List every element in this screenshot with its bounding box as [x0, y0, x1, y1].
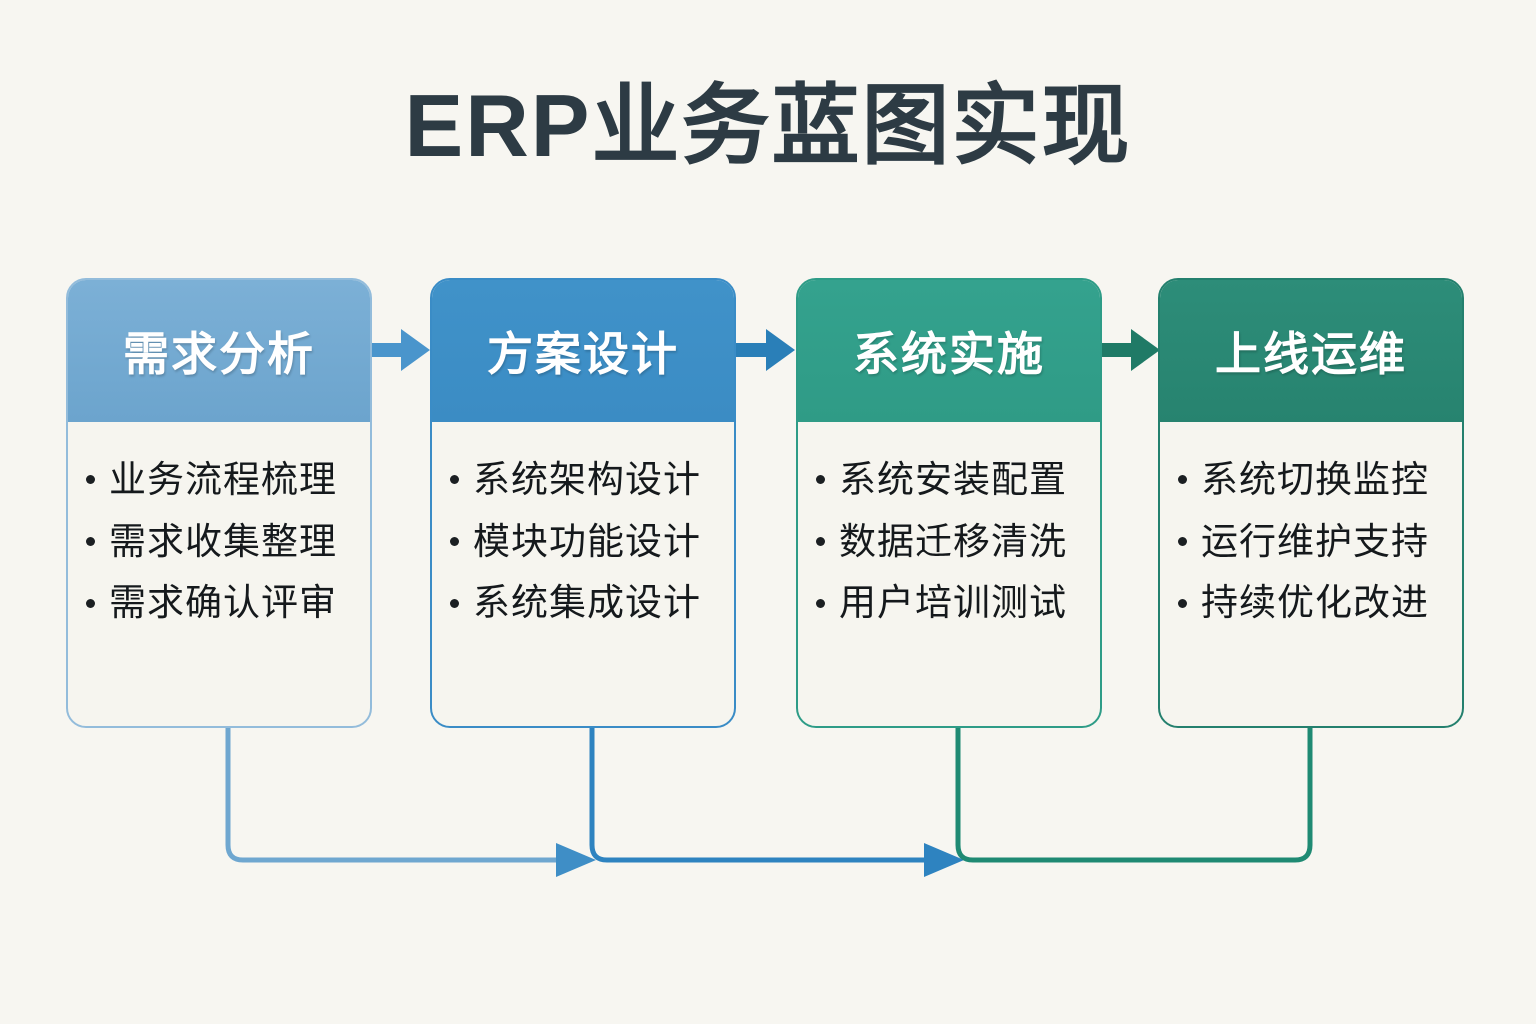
list-item: 业务流程梳理	[86, 458, 356, 502]
stage-card-solution-design[interactable]: 方案设计 系统架构设计 模块功能设计 系统集成设计	[430, 278, 736, 728]
bullet-dot-icon	[86, 598, 95, 608]
bullet-dot-icon	[86, 536, 95, 546]
stage-card-header: 方案设计	[432, 280, 734, 422]
list-item: 系统架构设计	[450, 458, 720, 502]
stage-card-body: 系统切换监控 运行维护支持 持续优化改进	[1160, 422, 1462, 625]
stage-title: 系统实施	[853, 328, 1045, 380]
bullet-dot-icon	[450, 536, 459, 546]
bullet-dot-icon	[450, 598, 459, 608]
list-item-label: 数据迁移清洗	[839, 520, 1067, 562]
stage-title: 方案设计	[487, 328, 679, 380]
loop-arrowhead-stage1	[556, 843, 596, 877]
stage-item-list: 业务流程梳理 需求收集整理 需求确认评审	[86, 458, 356, 625]
list-item: 系统集成设计	[450, 581, 720, 625]
bullet-dot-icon	[816, 598, 825, 608]
list-item-label: 用户培训测试	[839, 582, 1067, 624]
list-item-label: 业务流程梳理	[109, 459, 337, 500]
list-item: 需求收集整理	[86, 520, 356, 564]
list-item-label: 持续优化改进	[1201, 582, 1429, 624]
loop-path-stage2	[589, 725, 931, 863]
stage-card-body: 业务流程梳理 需求收集整理 需求确认评审	[68, 422, 370, 625]
list-item-label: 系统切换监控	[1201, 459, 1429, 500]
list-item: 运行维护支持	[1178, 520, 1448, 564]
bullet-dot-icon	[86, 475, 95, 485]
bullet-dot-icon	[1178, 475, 1187, 485]
list-item: 数据迁移清洗	[816, 520, 1086, 564]
list-item: 系统安装配置	[816, 458, 1086, 502]
loop-path-stage1	[225, 725, 563, 863]
list-item-label: 系统架构设计	[473, 459, 701, 500]
list-item-label: 系统安装配置	[839, 459, 1067, 500]
stage-card-header: 系统实施	[798, 280, 1100, 422]
stage-card-golive-operations[interactable]: 上线运维 系统切换监控 运行维护支持 持续优化改进	[1158, 278, 1464, 728]
list-item: 模块功能设计	[450, 520, 720, 564]
list-item-label: 需求收集整理	[109, 520, 337, 562]
page-title: ERP业务蓝图实现	[404, 76, 1132, 175]
stage-card-system-implementation[interactable]: 系统实施 系统安装配置 数据迁移清洗 用户培训测试	[796, 278, 1102, 728]
stage-card-body: 系统架构设计 模块功能设计 系统集成设计	[432, 422, 734, 625]
list-item-label: 模块功能设计	[473, 520, 701, 562]
list-item: 持续优化改进	[1178, 581, 1448, 625]
stage-item-list: 系统切换监控 运行维护支持 持续优化改进	[1178, 458, 1448, 625]
list-item: 系统切换监控	[1178, 458, 1448, 502]
stage-item-list: 系统安装配置 数据迁移清洗 用户培训测试	[816, 458, 1086, 625]
stage-card-header: 需求分析	[68, 280, 370, 422]
list-item: 用户培训测试	[816, 581, 1086, 625]
stage-title: 上线运维	[1215, 328, 1407, 380]
stage-title: 需求分析	[123, 328, 315, 380]
list-item-label: 运行维护支持	[1201, 520, 1429, 562]
stage-item-list: 系统架构设计 模块功能设计 系统集成设计	[450, 458, 720, 625]
stage-card-requirement-analysis[interactable]: 需求分析 业务流程梳理 需求收集整理 需求确认评审	[66, 278, 372, 728]
bullet-dot-icon	[1178, 598, 1187, 608]
arrow-stage1-to-stage2	[368, 329, 430, 371]
arrow-stage2-to-stage3	[733, 329, 795, 371]
arrow-stage3-to-stage4	[1098, 329, 1160, 371]
list-item-label: 系统集成设计	[473, 582, 701, 624]
loop-arrowhead-stage2	[924, 843, 964, 877]
stage-card-body: 系统安装配置 数据迁移清洗 用户培训测试	[798, 422, 1100, 625]
bullet-dot-icon	[816, 475, 825, 485]
stage-card-header: 上线运维	[1160, 280, 1462, 422]
bullet-dot-icon	[450, 475, 459, 485]
bullet-dot-icon	[1178, 536, 1187, 546]
loop-path-stage3	[955, 725, 1313, 863]
list-item-label: 需求确认评审	[109, 582, 337, 624]
bullet-dot-icon	[816, 536, 825, 546]
list-item: 需求确认评审	[86, 581, 356, 625]
